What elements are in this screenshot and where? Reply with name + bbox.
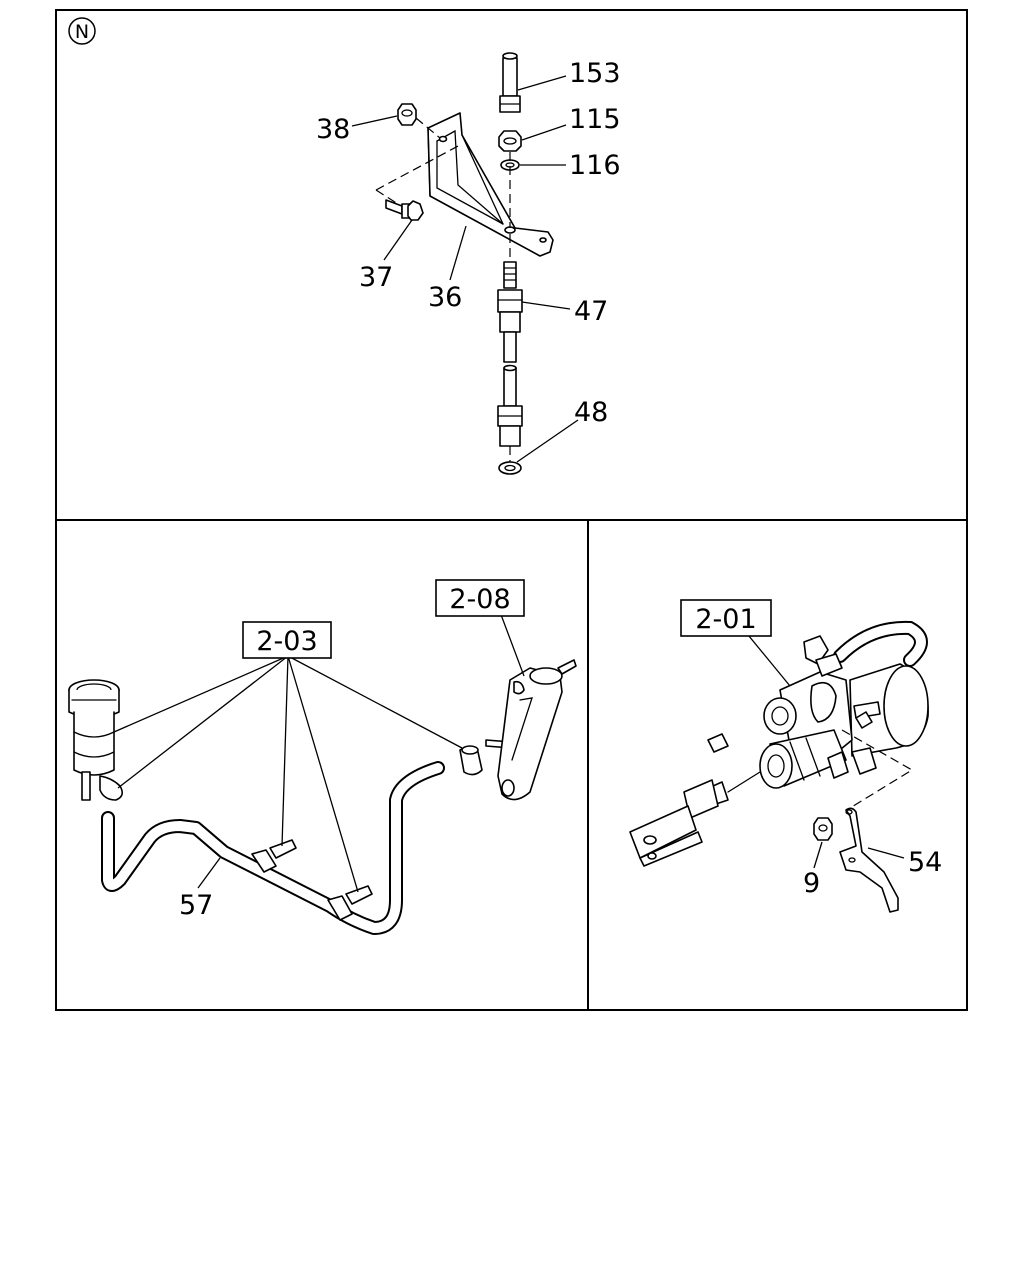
ref-2-08-label: 2-08 [449,584,510,615]
bracket-54 [839,807,899,913]
ref-box-2-03: 2-03 [242,621,332,659]
slave-cylinder [485,659,577,801]
view-marker: N [68,17,96,45]
callout-116: 116 [569,150,621,181]
callout-9: 9 [803,868,820,899]
reservoir [68,679,124,801]
hose-153 [499,52,521,113]
nut-38 [397,103,417,126]
diagram-frames [55,9,968,1011]
hose-47 [497,261,523,363]
callout-36: 36 [428,282,462,313]
callout-153: 153 [569,58,621,89]
view-marker-letter: N [75,21,89,43]
bolt-37 [385,199,424,221]
callout-57: 57 [179,890,213,921]
booster-canister [849,663,929,757]
ref-2-01-label: 2-01 [695,604,756,635]
bracket-assembly: 153 115 116 38 37 36 47 48 [316,52,621,475]
hose-48 [497,364,523,475]
nut-9 [813,817,833,841]
callout-54: 54 [908,847,942,878]
push-rod-clevis [629,733,761,867]
callout-115: 115 [569,104,621,135]
callout-48: 48 [574,397,608,428]
callout-38: 38 [316,114,350,145]
nut-115 [498,130,522,152]
top-leaders [351,75,579,463]
clutch-booster-assembly: 2-01 9 54 [629,599,942,913]
ref-2-03-label: 2-03 [256,626,317,657]
callout-37: 37 [359,262,393,293]
clutch-line-assembly: 2-03 2-08 57 [68,579,577,935]
ref-203-leaders [113,611,525,893]
ref-box-2-08: 2-08 [435,579,525,617]
power-cylinder [759,729,877,789]
pipe-57 [101,745,483,935]
bottom-right-panel [587,519,968,1011]
ref-box-2-01: 2-01 [680,599,772,637]
assembly-lines [375,117,511,462]
bracket-36 [427,112,554,257]
callout-47: 47 [574,296,608,327]
